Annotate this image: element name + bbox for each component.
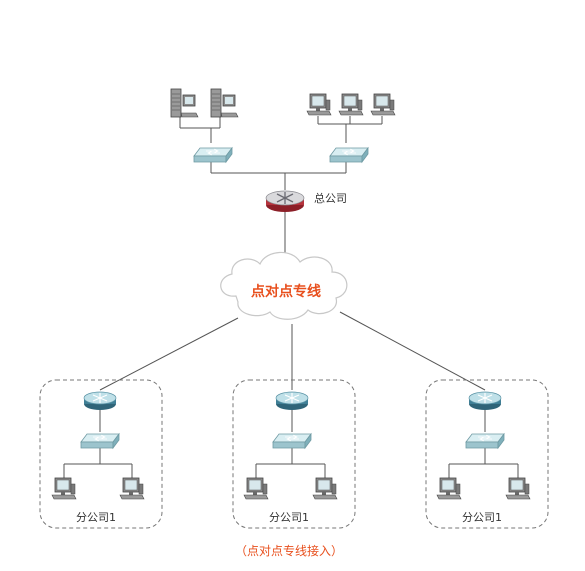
branch-3-switch	[465, 433, 505, 449]
wan-label: 点对点专线	[251, 283, 321, 300]
branch-3-pc-1	[436, 477, 462, 500]
branch-1-label: 分公司1	[76, 511, 116, 524]
branch-2: 分公司1	[232, 379, 356, 529]
branch-1-pc-1	[51, 477, 77, 500]
cloud-icon	[220, 251, 348, 320]
branch-2-label: 分公司1	[269, 511, 309, 524]
branch-3-label: 分公司1	[462, 511, 502, 524]
branch-3-router	[468, 391, 502, 411]
hq-label: 总公司	[314, 191, 347, 205]
branch-1-switch	[80, 433, 120, 449]
branch-3-pc-2	[505, 477, 531, 500]
hq-switch-servers	[193, 147, 233, 163]
branch-2-pc-1	[243, 477, 269, 500]
hq-switch-pcs	[329, 147, 369, 163]
hq-pc-1	[306, 93, 332, 116]
branch-2-router	[275, 391, 309, 411]
branch-1-pc-2	[119, 477, 145, 500]
branch-1: 分公司1	[39, 379, 163, 529]
branch-2-switch	[272, 433, 312, 449]
diagram-caption: （点对点专线接入）	[235, 543, 343, 558]
branch-3: 分公司1	[425, 379, 549, 529]
branch-2-pc-2	[312, 477, 338, 500]
hq-server-1	[170, 88, 199, 118]
hq-server-2	[210, 88, 239, 118]
hq-pc-3	[370, 93, 396, 116]
hq-router	[265, 190, 305, 213]
hq-links	[99, 116, 486, 391]
branch-1-router	[83, 391, 117, 411]
hq-pc-2	[338, 93, 364, 116]
